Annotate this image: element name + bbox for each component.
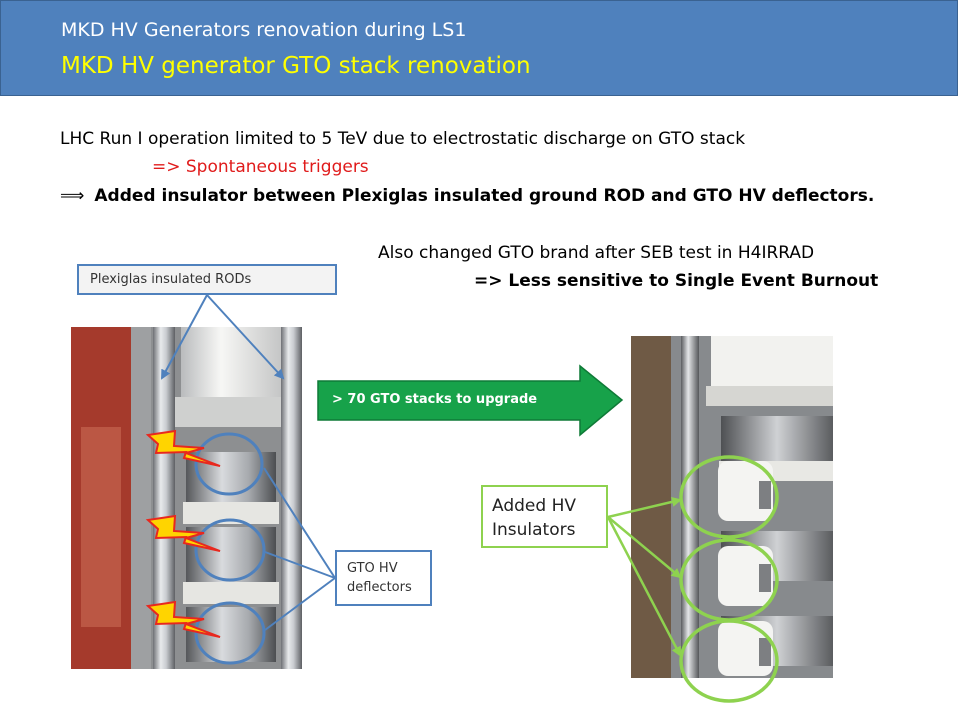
lightning-bolt-icon	[145, 514, 221, 552]
lightning-bolt-icon	[145, 429, 221, 467]
deflector-ellipses	[194, 432, 266, 665]
implies-arrow-icon: ⟹	[60, 186, 85, 206]
hv-callout-line-1: Added HV	[492, 496, 576, 516]
title-bar: MKD HV Generators renovation during LS1 …	[0, 0, 958, 96]
body-line-2: => Spontaneous triggers	[152, 157, 369, 177]
gto-callout-line-1: GTO HV	[347, 561, 398, 576]
upgrade-arrow-label: > 70 GTO stacks to upgrade	[332, 392, 538, 407]
gto-connector-arrows	[263, 467, 336, 631]
body-line-4: Also changed GTO brand after SEB test in…	[378, 243, 815, 263]
slide-title: MKD HV generator GTO stack renovation	[61, 53, 531, 79]
body-line-5: => Less sensitive to Single Event Burnou…	[474, 271, 879, 291]
body-line-3: ⟹ Added insulator between Plexiglas insul…	[60, 186, 874, 206]
gto-callout-line-2: deflectors	[347, 580, 412, 595]
lightning-bolt-icon	[145, 600, 221, 638]
insulator-ellipses	[679, 455, 779, 703]
rods-connector-arrows	[161, 294, 285, 380]
body-line-3-text: Added insulator between Plexiglas insula…	[94, 186, 875, 206]
body-line-1: LHC Run I operation limited to 5 TeV due…	[60, 129, 746, 149]
rods-callout: Plexiglas insulated RODs	[77, 264, 337, 295]
slide-subtitle: MKD HV Generators renovation during LS1	[61, 19, 467, 41]
big-green-arrow	[317, 364, 624, 437]
hv-connector-arrows	[606, 496, 682, 657]
gto-callout: GTO HV deflectors	[335, 550, 432, 606]
hv-callout-line-2: Insulators	[492, 520, 576, 540]
hv-insulators-callout: Added HV Insulators	[481, 485, 608, 548]
